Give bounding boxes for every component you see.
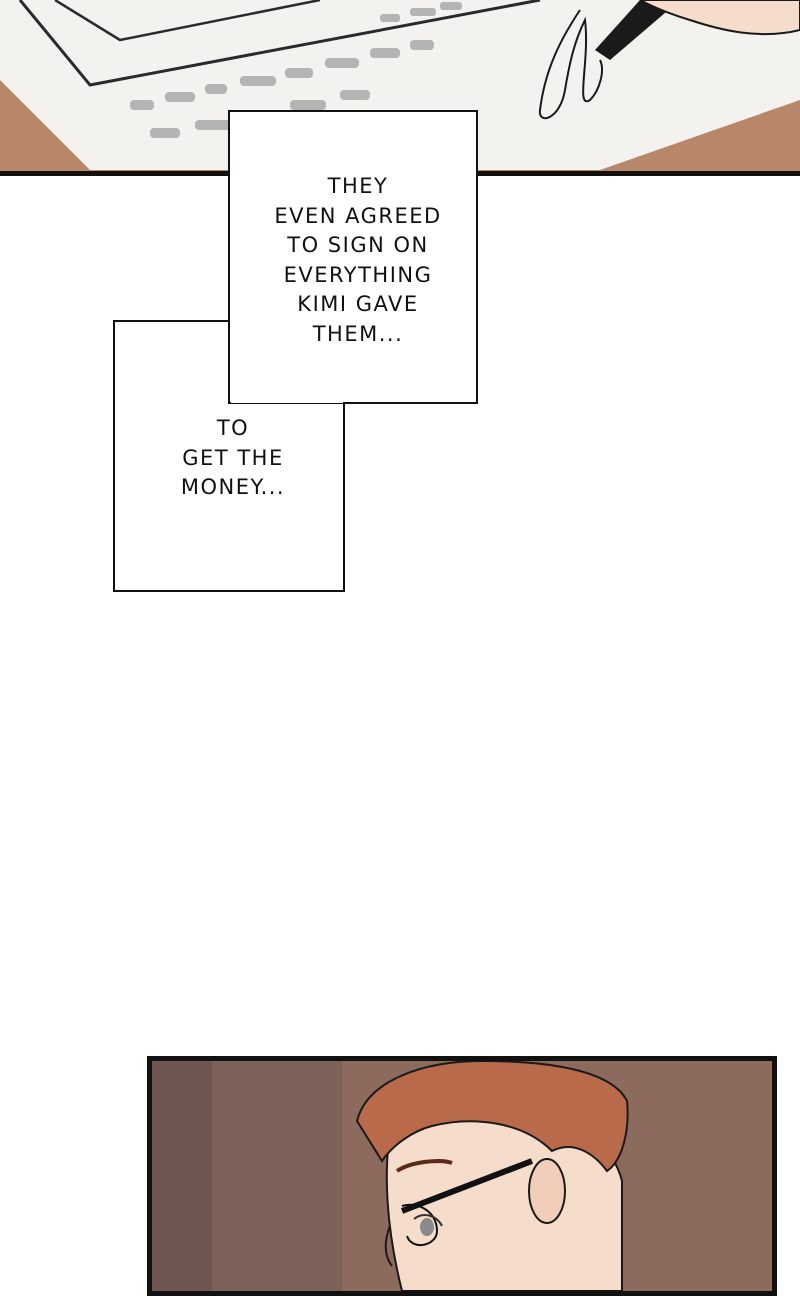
document-inner-border <box>54 0 321 42</box>
caption-join <box>230 322 343 403</box>
nose <box>384 1225 393 1267</box>
bottom-panel-man-with-glasses <box>147 1056 777 1296</box>
caption-text-1: THEY EVEN AGREED TO SIGN ON EVERYTHING K… <box>274 174 442 346</box>
blurred-text <box>130 2 462 138</box>
ear <box>528 1158 566 1224</box>
signature <box>538 9 603 120</box>
pen-icon <box>595 0 680 60</box>
glasses-arm <box>400 1158 534 1214</box>
caption-text-2: TO GET THE MONEY... <box>180 416 286 499</box>
iris <box>420 1218 434 1236</box>
document-border <box>18 0 541 87</box>
hair <box>355 1061 629 1173</box>
eyebrow <box>395 1159 453 1173</box>
eye <box>413 1214 443 1227</box>
man-with-glasses-illustration <box>152 1061 772 1291</box>
hand <box>639 0 800 36</box>
glasses-lens <box>401 1203 439 1246</box>
door-shadow <box>212 1061 342 1291</box>
door-frame <box>152 1061 212 1291</box>
